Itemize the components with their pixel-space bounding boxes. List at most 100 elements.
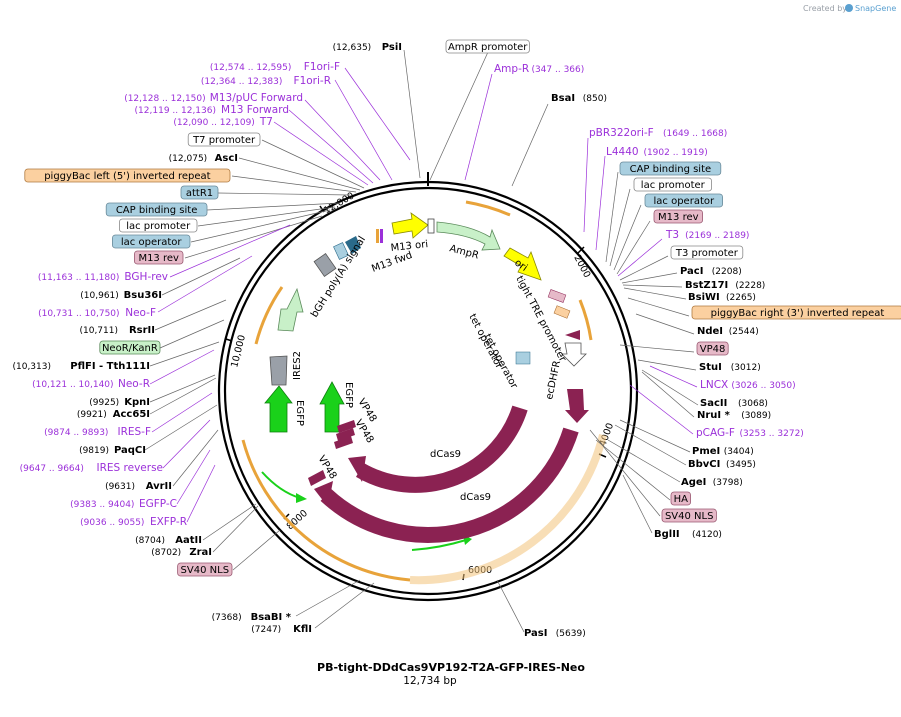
line-pbr322 — [583, 137, 589, 233]
line-pmei — [619, 419, 691, 453]
line-egfp-c — [176, 449, 211, 505]
line-neor — [159, 319, 225, 349]
label-box-text: SV40 NLS — [181, 565, 230, 576]
label-box-text: NeoR/KanR — [102, 343, 158, 354]
right-label-name: PmeI — [692, 446, 720, 457]
brand-name: SnapGene — [855, 4, 896, 13]
left-label-bgh-rev: (11,163 .. 11,180)BGH-rev — [38, 271, 168, 283]
label-box-text: T7 promoter — [192, 135, 256, 146]
line-pcag-f — [629, 384, 694, 435]
left-label-piggybac-left-5-inverted-repeat: piggyBac left (5') inverted repeat — [24, 168, 231, 183]
left-label-lac-operator: lac operator — [112, 234, 191, 249]
line-t7promoter — [261, 139, 365, 189]
line-sv40-left — [232, 529, 281, 571]
ampr-orange-arc — [465, 200, 511, 217]
line-bsiwi — [623, 287, 687, 300]
right-label-bglii: BglII(4120) — [654, 529, 722, 540]
leader-lines-right — [464, 73, 699, 633]
right-label-coord: (3404) — [724, 447, 754, 457]
label-box — [619, 161, 722, 176]
line-agei — [607, 439, 681, 483]
label-box — [633, 177, 712, 192]
label-box — [24, 168, 231, 183]
left-label-coord: (8704) — [135, 536, 165, 546]
line-l4440 — [595, 155, 606, 251]
left-label-name: ZraI — [189, 547, 212, 558]
right-label-name: BglII — [654, 529, 680, 540]
label-box — [644, 193, 723, 208]
right-label-coord: (3253 .. 3272) — [740, 429, 804, 439]
features: AmpR ori M13 ori M13 fwd bGH poly(A) sig… — [261, 212, 589, 551]
right-label-lac-promoter: lac promoter — [633, 177, 712, 192]
right-orange-arc — [578, 299, 593, 341]
line-ires-rev — [162, 419, 211, 469]
right-label-coord: (2228) — [735, 281, 765, 291]
left-label-ires-f: (9874 .. 9893)IRES-F — [44, 426, 151, 438]
right-label-coord: (347 .. 366) — [531, 65, 584, 75]
right-label-cap-binding-site: CAP binding site — [619, 161, 722, 176]
brand-created-by: Created by — [803, 4, 847, 13]
right-label-l4440: L4440(1902 .. 1919) — [606, 146, 708, 158]
label-box-text: piggyBac right (3') inverted repeat — [711, 308, 885, 319]
vp48-inner-1 — [337, 420, 356, 433]
leader-lines-left — [144, 49, 489, 629]
line-vp48-right — [619, 344, 695, 353]
left-label-coord: (8702) — [151, 548, 181, 558]
line-pasi — [496, 579, 525, 633]
right-label-coord: (3089) — [741, 411, 771, 421]
left-label-coord: (7247) — [251, 625, 281, 635]
label-box — [133, 250, 184, 265]
left-label-name: F1ori-R — [294, 75, 331, 87]
right-label-name: AgeI — [681, 477, 706, 488]
ecdhfr-label: ecDHFR — [544, 360, 563, 401]
left-label-name: PsiI — [382, 42, 402, 53]
line-m13rev-right — [616, 220, 651, 275]
right-label-stui: StuI(3012) — [699, 362, 761, 373]
line-asci — [238, 157, 361, 191]
label-box — [670, 245, 744, 260]
left-label-name: AscI — [215, 153, 238, 164]
right-label-coord: (3495) — [726, 460, 756, 470]
left-label-name: PaqCI — [114, 445, 146, 456]
line-neo-r — [149, 349, 215, 385]
right-label-name: NdeI — [697, 326, 723, 337]
tight-tre-promoter-arrow — [561, 342, 587, 367]
right-label-lac-operator: lac operator — [644, 193, 723, 208]
right-label-m13-rev: M13 rev — [653, 209, 703, 224]
left-label-coord: (12,075) — [169, 154, 208, 164]
left-label-name: EXFP-R — [150, 516, 187, 528]
line-bstz17i — [622, 284, 683, 288]
line-cap-left — [206, 202, 341, 211]
label-box-text: lac operator — [121, 237, 182, 248]
right-label-agei: AgeI(3798) — [681, 477, 743, 488]
ires2-label: IRES2 — [292, 351, 303, 380]
left-label-name: RsrII — [129, 325, 155, 336]
left-label-m13-puc-forward: (12,128 .. 12,150)M13/pUC Forward — [124, 92, 303, 104]
left-label-egfp-c: (9383 .. 9404)EGFP-C — [70, 498, 177, 510]
dcas9-label-outer: dCas9 — [460, 492, 491, 503]
label-box — [670, 491, 692, 506]
snapgene-brand: Created by SnapGene — [803, 4, 896, 13]
left-label-coord: (10,731 .. 10,750) — [38, 309, 119, 319]
tick-10000 — [225, 338, 233, 342]
left-label-name: IRES reverse — [97, 462, 164, 474]
egfp-primer-head — [296, 493, 307, 503]
orange-arcs — [241, 200, 607, 585]
ampr-promoter-marker — [427, 218, 435, 234]
line-bsu36i — [161, 257, 241, 296]
right-label-bbvci: BbvCI(3495) — [688, 459, 756, 470]
line-ha — [595, 439, 671, 501]
right-label-coord: (2208) — [712, 267, 742, 277]
label-box — [105, 202, 208, 217]
right-label-nrui: NruI *(3089) — [697, 410, 771, 421]
right-label-name: PacI — [680, 266, 703, 277]
line-paqci — [144, 404, 218, 451]
line-lncx — [649, 365, 698, 388]
marker-m13rev-right — [547, 289, 567, 303]
neo-grey-box — [269, 355, 288, 386]
tight-tre-label: tight TRE promoter — [513, 274, 568, 364]
line-m13rev-left — [184, 215, 323, 259]
label-box — [112, 234, 191, 249]
dcas9-outer-arc — [320, 427, 579, 543]
label-box-text: AmpR promoter — [448, 42, 528, 53]
